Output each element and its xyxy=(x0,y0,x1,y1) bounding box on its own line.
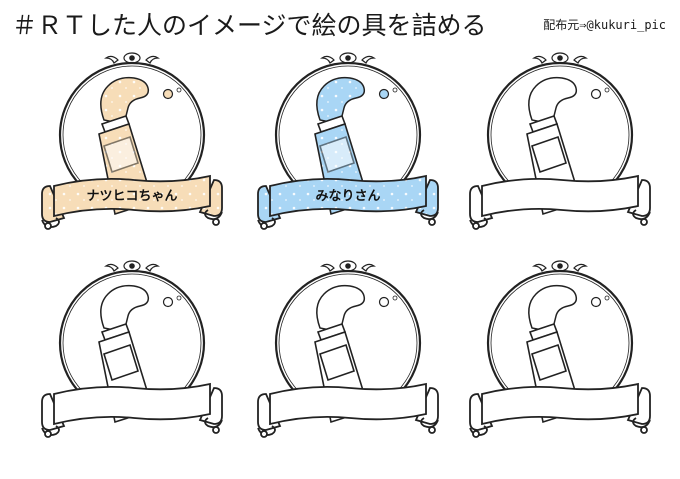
frame-card xyxy=(248,258,448,458)
banner-name-label: みなりさん xyxy=(315,188,381,204)
name-banner xyxy=(41,382,223,438)
credit-text: 配布元⇒@kukuri_pic xyxy=(543,18,666,32)
name-banner xyxy=(469,382,651,438)
ornament-top xyxy=(532,260,588,272)
paint-bubble xyxy=(162,88,174,100)
paint-squeeze xyxy=(316,284,366,333)
paint-bubble xyxy=(590,296,602,308)
banner-name-label xyxy=(278,391,418,413)
paint-squeeze xyxy=(100,76,150,125)
paint-squeeze xyxy=(100,284,150,333)
name-banner xyxy=(257,382,439,438)
paint-bubble xyxy=(378,88,390,100)
paint-bubble xyxy=(162,296,174,308)
banner-name-label xyxy=(62,391,202,413)
paint-frame-illustration xyxy=(41,52,223,230)
ornament-top xyxy=(104,260,160,272)
ornament-top xyxy=(320,52,376,64)
frame-card: みなりさん xyxy=(248,50,448,250)
paint-squeeze xyxy=(528,284,578,333)
ornament-top xyxy=(320,260,376,272)
frame-card: ナツヒコちゃん xyxy=(32,50,232,250)
frame-card xyxy=(460,258,660,458)
paint-bubble xyxy=(590,88,602,100)
ornament-top xyxy=(532,52,588,64)
name-banner xyxy=(257,174,439,230)
name-banner xyxy=(469,174,651,230)
paint-frame-illustration xyxy=(41,260,223,438)
frame-card xyxy=(460,50,660,250)
paint-frame-illustration xyxy=(257,52,439,230)
paint-frame-illustration xyxy=(257,260,439,438)
banner-name-label xyxy=(490,391,630,413)
paint-frame-illustration xyxy=(469,260,651,438)
paint-bubble xyxy=(378,296,390,308)
banner-name-label xyxy=(490,183,630,205)
banner-name-label: ナツヒコちゃん xyxy=(86,188,178,204)
ornament-top xyxy=(104,52,160,64)
paint-squeeze xyxy=(528,76,578,125)
page-title: ＃ＲＴした人のイメージで絵の具を詰める xyxy=(12,11,487,40)
paint-frame-illustration xyxy=(469,52,651,230)
name-banner xyxy=(41,174,223,230)
frame-card xyxy=(32,258,232,458)
paint-squeeze xyxy=(316,76,366,125)
